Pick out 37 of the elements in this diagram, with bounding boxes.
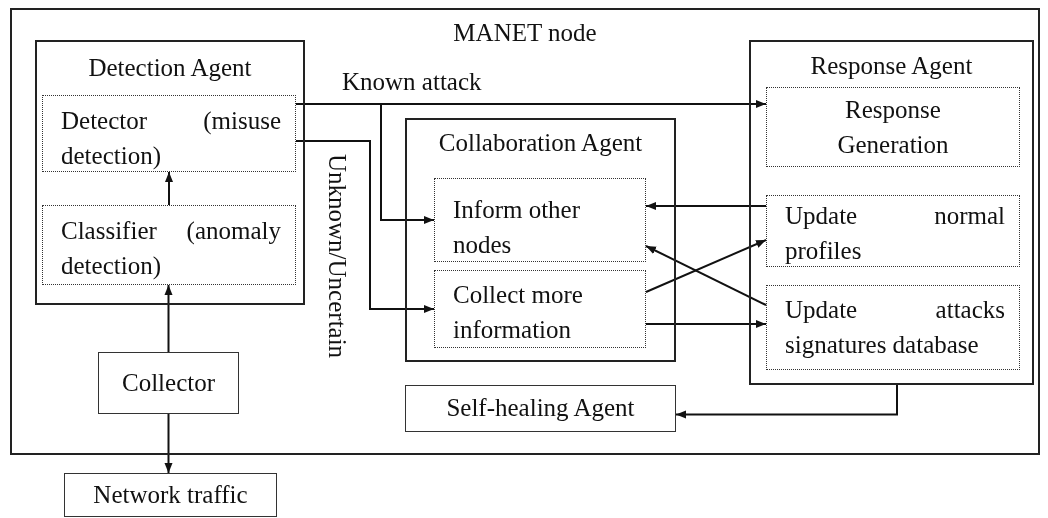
- process-box: [434, 178, 646, 262]
- arrow: [165, 171, 173, 206]
- process-box: [98, 352, 239, 414]
- arrow: [295, 103, 435, 224]
- arrow: [164, 284, 173, 353]
- box-text: Inform other nodes: [453, 195, 582, 260]
- box-title: MANET node: [452, 18, 598, 48]
- process-box: [766, 195, 1020, 267]
- process-box: [766, 87, 1020, 167]
- process-box: [64, 473, 277, 517]
- box-text: Self-healing Agent: [445, 393, 636, 423]
- arrow: [645, 320, 767, 328]
- arrow: [295, 140, 435, 313]
- box-text: Network traffic: [92, 480, 249, 510]
- box-title: Detection Agent: [87, 53, 253, 83]
- agent-box: [405, 118, 676, 362]
- arrow: [675, 384, 898, 419]
- process-box: [434, 270, 646, 348]
- box-text: Collector: [121, 368, 216, 398]
- arrow: [645, 239, 767, 293]
- box-text: Update normal profiles: [785, 201, 1005, 266]
- arrow: [645, 245, 767, 306]
- box-text: Response Generation: [836, 95, 950, 160]
- box-text: Detector (misuse detection): [61, 106, 281, 171]
- box-text: Classifier (anomaly detection): [61, 216, 281, 281]
- box-title: Response Agent: [809, 51, 974, 81]
- box-text: Collect more information: [453, 280, 584, 345]
- process-box: [766, 285, 1020, 370]
- process-box: [405, 385, 676, 432]
- process-box: [42, 205, 296, 285]
- process-box: [42, 95, 296, 172]
- box-title: Collaboration Agent: [437, 128, 644, 158]
- box-text: Update attacks signatures database: [785, 295, 1005, 360]
- agent-box: [35, 40, 305, 305]
- arrow: [645, 202, 767, 210]
- agent-box: [749, 40, 1034, 385]
- arrow: [164, 413, 173, 474]
